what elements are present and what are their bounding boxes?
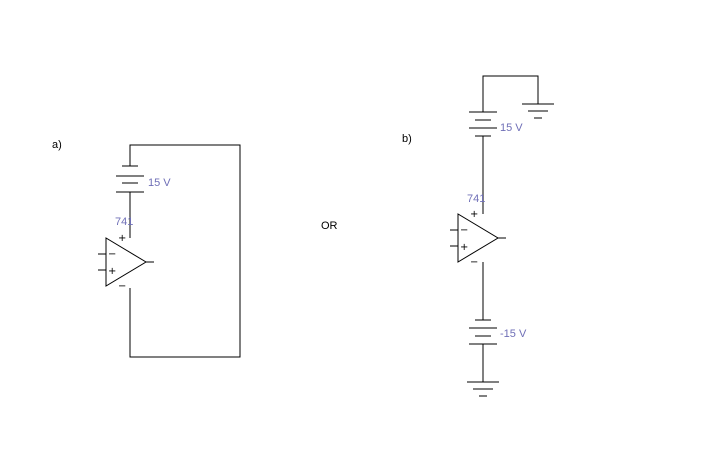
circuit-b-top-battery-value: 15 V <box>500 122 523 134</box>
circuit-a-loop-wire <box>129 144 241 358</box>
circuit-a-input-sign-minus: − <box>108 249 116 260</box>
circuit-a-label: a) <box>52 139 62 151</box>
circuit-b-input-sign-plus: + <box>460 242 468 253</box>
circuit-a: a) 15 V 741 − + + − <box>52 139 241 358</box>
circuit-b-opamp-triangle <box>457 213 499 263</box>
circuit-b-input-sign-minus: − <box>460 225 468 236</box>
circuit-b-supply-sign-plus: + <box>470 209 478 220</box>
circuit-b-label: b) <box>402 133 412 145</box>
circuit-a-supply-sign-plus: + <box>118 233 126 244</box>
circuit-b-top-battery <box>469 111 497 137</box>
circuit-a-supply-sign-minus: − <box>118 281 126 292</box>
circuit-b: b) 15 V 741 − + + − <box>402 75 554 397</box>
circuit-a-battery-value: 15 V <box>148 177 171 189</box>
circuit-b-supply-sign-minus: − <box>470 257 478 268</box>
circuit-b-bottom-ground-icon <box>467 381 499 397</box>
circuit-b-top-wire <box>482 75 539 112</box>
or-separator: OR <box>321 220 338 232</box>
circuit-a-opamp-triangle <box>105 237 147 287</box>
circuit-b-top-ground-icon <box>522 103 554 119</box>
circuit-a-battery <box>116 165 144 193</box>
circuit-b-opamp-name: 741 <box>467 193 485 205</box>
circuit-b-bottom-battery <box>469 319 497 345</box>
circuit-a-input-sign-plus: + <box>108 266 116 277</box>
circuit-b-bottom-battery-value: -15 V <box>500 328 527 340</box>
circuit-a-opamp-name: 741 <box>115 216 133 228</box>
